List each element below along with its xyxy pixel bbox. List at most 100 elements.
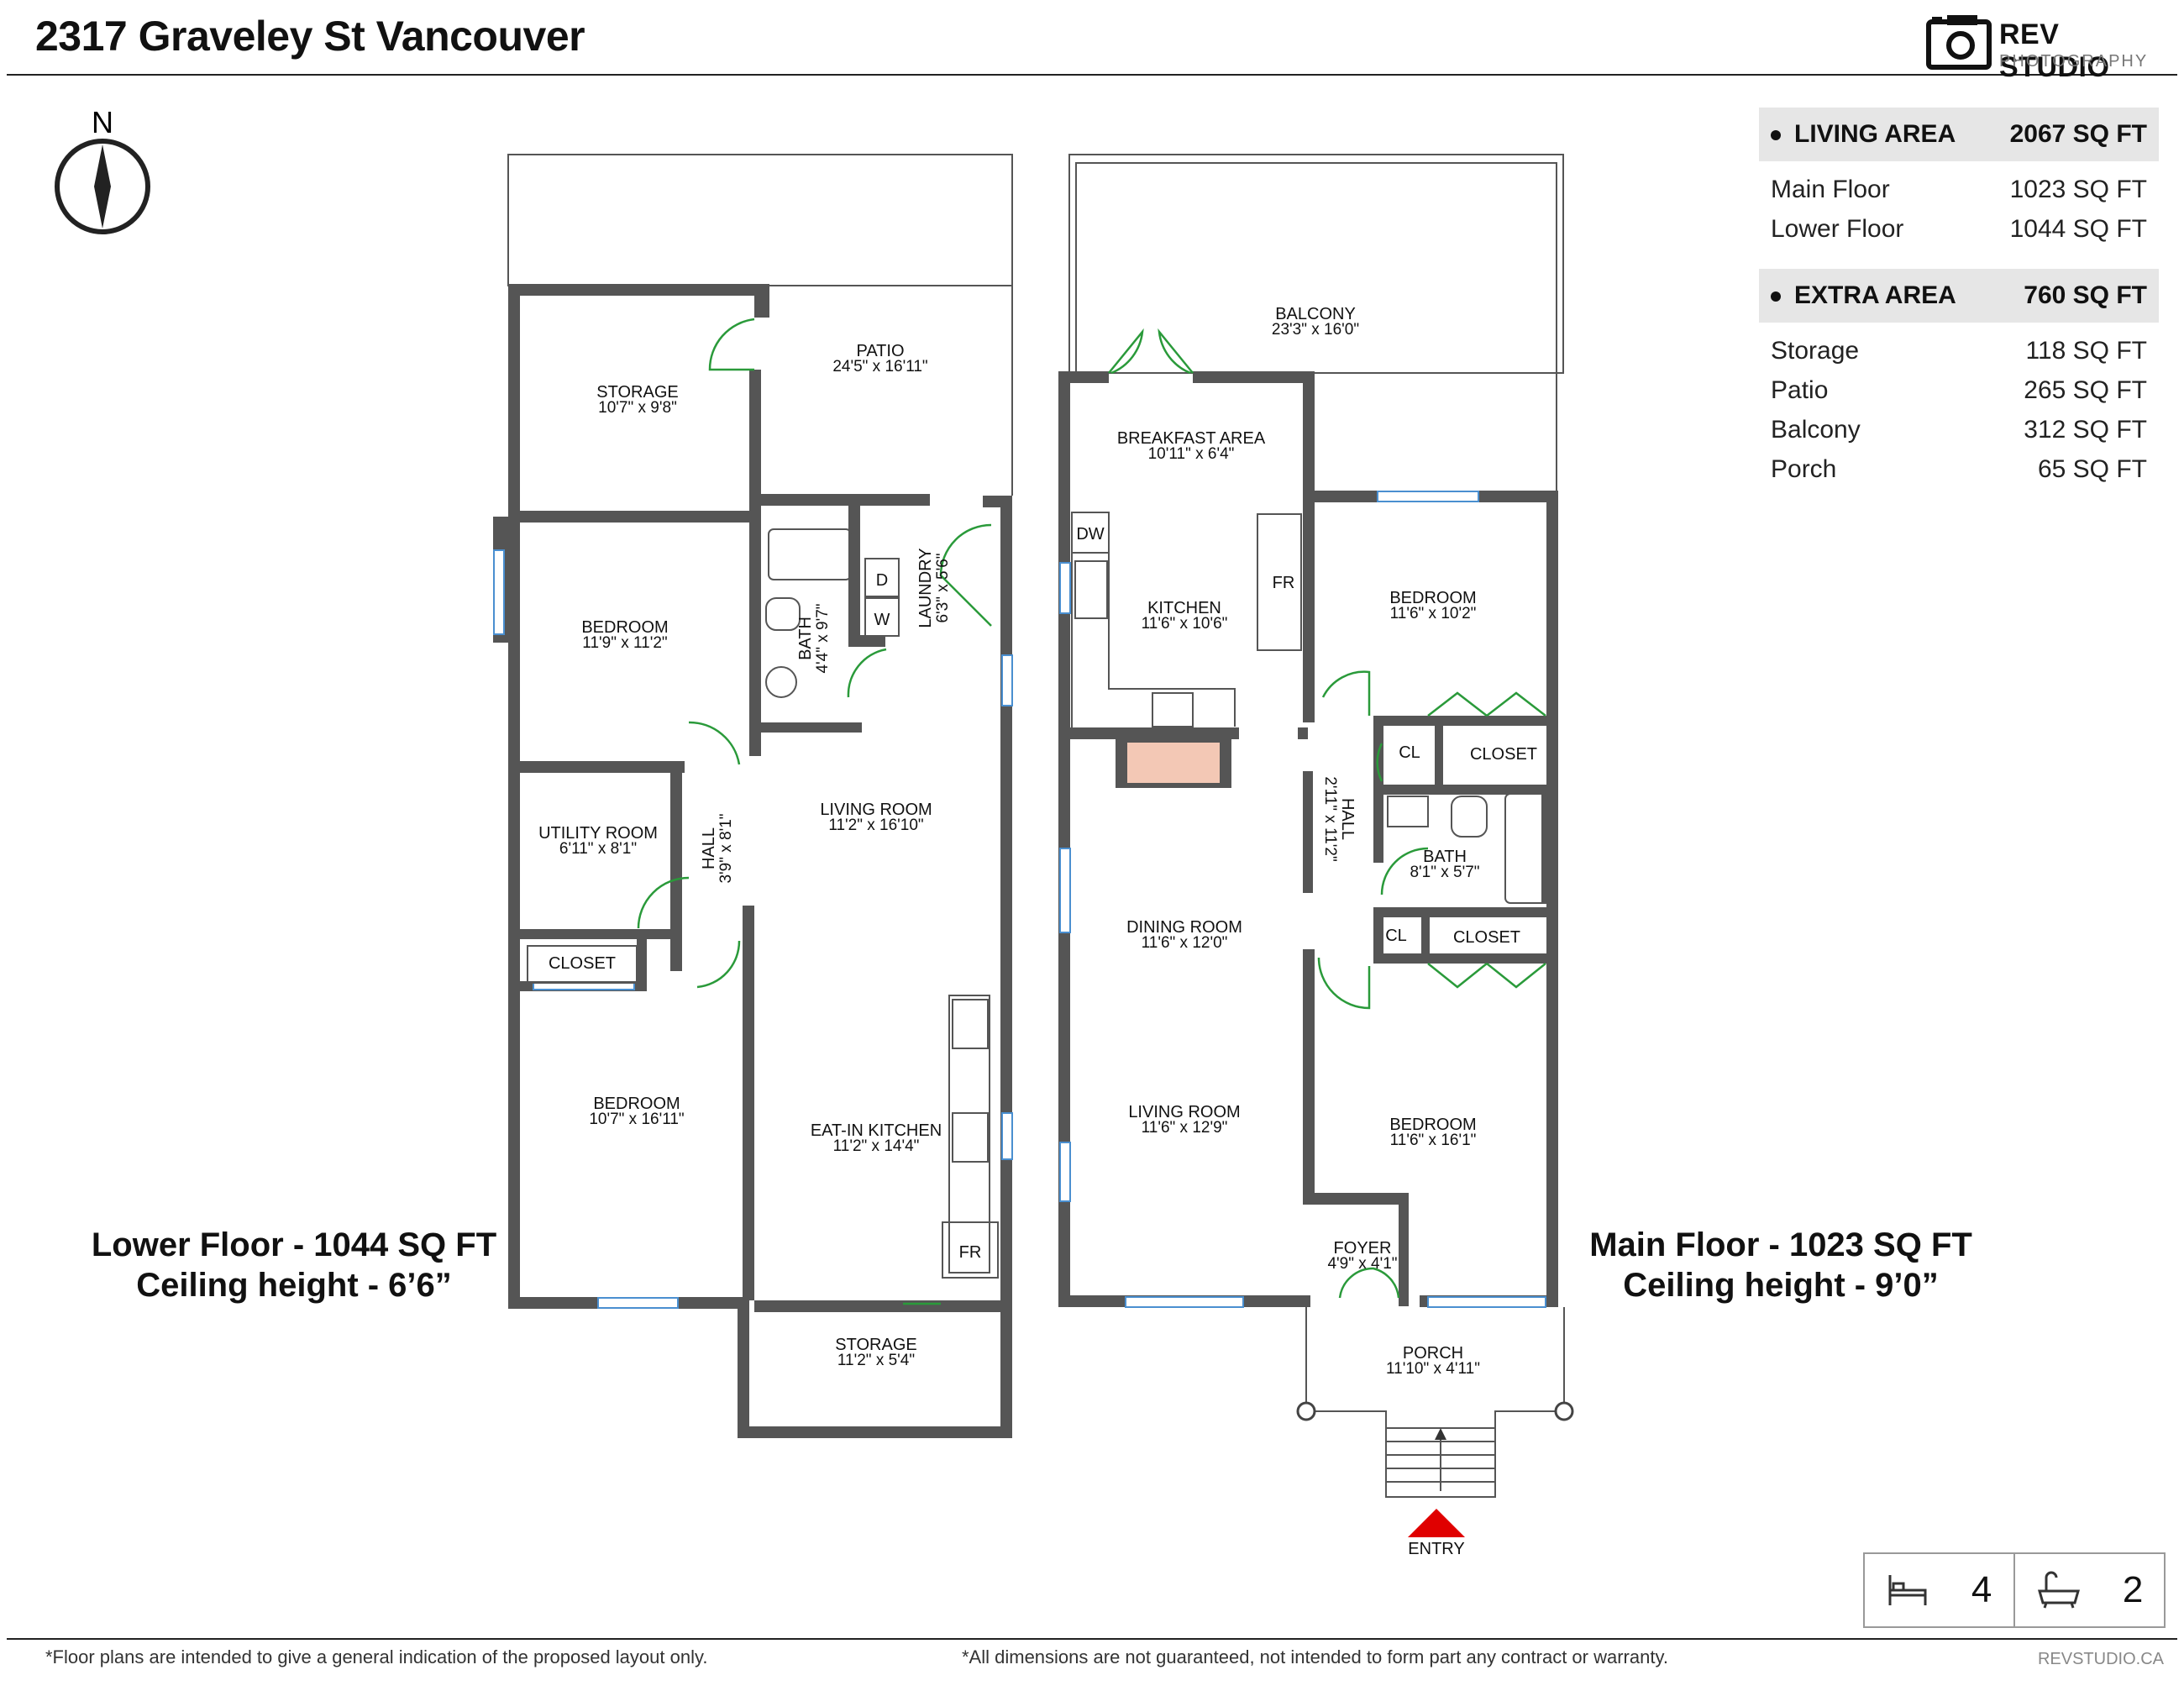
storage-name: STORAGE (835, 1336, 916, 1354)
kitchen-name: KITCHEN (1147, 599, 1221, 617)
fridge (942, 1221, 999, 1279)
area-row: Patio 265 SQ FT (1759, 370, 2159, 410)
door-swing (1427, 963, 1488, 989)
porch-post (1296, 1401, 1316, 1421)
door-swing (637, 876, 690, 929)
footer-website: REVSTUDIO.CA (2037, 1650, 2164, 1668)
wall (983, 496, 1012, 507)
extra-area-header: EXTRA AREA 760 SQ FT (1759, 269, 2159, 323)
door-swing (939, 523, 992, 627)
wall (1058, 371, 1109, 383)
stove-fixture (952, 999, 989, 1049)
wall (1303, 1193, 1404, 1205)
lower-floor-plan: D W FR PATIO 24'5" x 16'11" STORAGE 10'7… (493, 154, 1013, 1438)
lower-floor-area: Lower Floor - 1044 SQ FT (91, 1226, 497, 1263)
camera-icon (1926, 15, 1992, 70)
room-counts: 4 2 (1863, 1552, 2166, 1628)
wall (1000, 496, 1012, 1438)
hall-dim: 2'11" x 11'2" (1321, 776, 1339, 861)
fridge-label: FR (1273, 574, 1295, 592)
toilet-fixture (765, 597, 801, 631)
bedroom-dim: 11'9" x 11'2" (582, 634, 667, 652)
wall (749, 494, 930, 506)
lower-floor-ceiling: Ceiling height - 6’6” (136, 1267, 452, 1304)
laundry-name: LAUNDRY (916, 548, 935, 628)
bath-name: BATH (1423, 848, 1467, 866)
main-floor-label: Main Floor - 1023 SQ FT Ceiling height -… (1571, 1225, 1991, 1305)
main-floor-plan: DW FR (1058, 154, 1574, 1558)
porch-name: PORCH (1403, 1344, 1463, 1363)
washer (864, 597, 900, 637)
compass-ring (55, 139, 150, 234)
breakfast-area-dim: 10'11" x 6'4" (1148, 445, 1235, 463)
washer-label: W (874, 611, 890, 629)
wall (1058, 727, 1239, 739)
wall (508, 284, 769, 296)
porch-post (1554, 1401, 1574, 1421)
wall (1303, 489, 1315, 722)
extra-area-total: 760 SQ FT (2024, 281, 2147, 309)
living-area-header: LIVING AREA 2067 SQ FT (1759, 108, 2159, 161)
door-swing (1427, 691, 1488, 717)
wall (508, 511, 760, 523)
storage-dim: 11'2" x 5'4" (837, 1352, 915, 1369)
footer-disclaimer-middle: *All dimensions are not guaranteed, not … (962, 1646, 1668, 1667)
door-swing (1321, 670, 1371, 716)
foyer-dim: 4'9" x 4'1" (1327, 1255, 1397, 1273)
door-swing (1376, 743, 1383, 782)
wall (1373, 907, 1558, 917)
door-swing (688, 721, 741, 765)
wall (1541, 795, 1548, 904)
hall-label-group: HALL 2'11" x 11'2" (1321, 776, 1357, 861)
bedroom-name: BEDROOM (1389, 589, 1476, 607)
extra-area-label: EXTRA AREA (1794, 281, 1956, 309)
area-row-value: 1044 SQ FT (2009, 214, 2147, 243)
main-floor-ceiling: Ceiling height - 9’0” (1623, 1267, 1939, 1304)
closet-box (527, 945, 638, 984)
window (533, 982, 635, 990)
eat-in-kitchen-name: EAT-IN KITCHEN (811, 1121, 942, 1140)
area-row-value: 265 SQ FT (2024, 375, 2147, 404)
hall-name: HALL (700, 827, 718, 869)
dryer (864, 558, 900, 597)
living-room-dim: 11'6" x 12'9" (1142, 1119, 1228, 1137)
patio-name: PATIO (856, 342, 904, 360)
footer-disclaimer-left: *Floor plans are intended to give a gene… (45, 1646, 708, 1667)
toilet-fixture (1451, 796, 1488, 838)
living-room-dim: 11'2" x 16'10" (828, 817, 923, 834)
dishwasher (1071, 512, 1110, 554)
dining-room-name: DINING ROOM (1126, 918, 1242, 937)
wall (761, 722, 862, 733)
wall (1303, 371, 1315, 489)
window (597, 1297, 679, 1309)
storage-dim: 10'7" x 9'8" (598, 399, 677, 417)
door-swing (1317, 957, 1371, 1010)
balcony-dim: 23'3" x 16'0" (1272, 321, 1359, 339)
area-row-name: Patio (1771, 375, 1829, 404)
breakfast-area-name: BREAKFAST AREA (1117, 429, 1266, 448)
living-area-label: LIVING AREA (1794, 120, 1956, 148)
compass-north-label: N (92, 105, 113, 139)
porch-dim: 11'10" x 4'11" (1386, 1360, 1480, 1378)
lower-floor-label: Lower Floor - 1044 SQ FT Ceiling height … (84, 1225, 504, 1305)
stove-fixture (1152, 692, 1194, 727)
window (1059, 562, 1071, 614)
wall (1303, 771, 1313, 893)
wall (738, 1426, 1012, 1438)
fridge (1257, 513, 1302, 651)
bedroom-dim: 11'6" x 16'1" (1390, 1132, 1477, 1149)
area-row-value: 118 SQ FT (2025, 336, 2148, 365)
bedroom-name: BEDROOM (581, 618, 668, 637)
bed-icon (1888, 1575, 1927, 1605)
window (1001, 654, 1013, 706)
bathroom-count: 2 (2013, 1554, 2164, 1626)
bathroom-count-value: 2 (2122, 1569, 2144, 1610)
living-room-name: LIVING ROOM (1128, 1103, 1240, 1121)
porch-outline (1305, 1307, 1565, 1498)
brand-name: REV STUDIO (1999, 18, 2110, 83)
wall (508, 929, 672, 939)
wall (754, 284, 769, 318)
